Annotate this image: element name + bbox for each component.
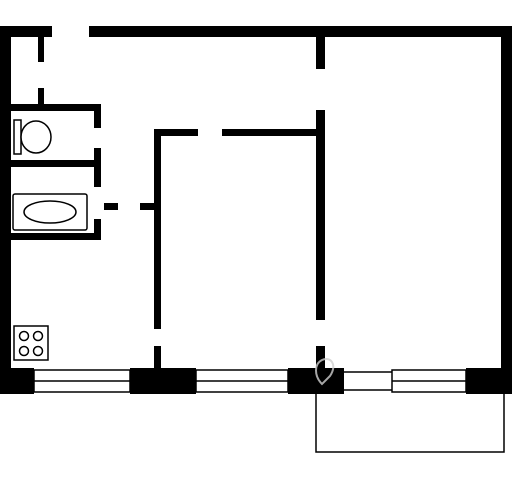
right-wall xyxy=(501,26,512,394)
window-bedroom xyxy=(195,369,289,393)
balcony-door xyxy=(344,371,392,391)
left-wall xyxy=(0,26,11,394)
bottom-wall-segment xyxy=(130,368,196,394)
window-living-room xyxy=(391,369,467,393)
entry-wall-upper xyxy=(38,37,44,62)
outer-walls xyxy=(0,26,512,394)
bottom-wall-segment xyxy=(0,368,34,394)
bedroom-left-wall-lower xyxy=(154,346,161,368)
top-wall-right xyxy=(89,26,512,37)
location-pin-icon xyxy=(315,358,335,386)
balcony xyxy=(315,394,505,453)
stove xyxy=(13,325,49,361)
bathtub xyxy=(12,193,88,231)
bedroom-top-wall-right xyxy=(222,129,322,136)
wc-top-wall xyxy=(11,104,101,111)
wc-right-wall xyxy=(94,104,101,128)
entry-wall-lower xyxy=(38,88,44,106)
bath-bottom-wall xyxy=(11,233,101,240)
interior-walls xyxy=(11,37,325,368)
watermark xyxy=(315,358,335,386)
bath-right-wall-lower xyxy=(94,219,101,240)
living-wall-lower xyxy=(316,346,325,368)
top-wall-left xyxy=(0,26,52,37)
bottom-wall-segment xyxy=(466,368,512,394)
corridor-stub xyxy=(140,203,156,210)
bath-right-wall-upper xyxy=(94,167,101,187)
bedroom-top-wall-left xyxy=(154,129,198,136)
corridor-stub xyxy=(104,203,118,210)
toilet xyxy=(13,119,52,155)
bottom-wall xyxy=(0,368,512,394)
window-kitchen xyxy=(33,369,131,393)
wc-right-wall-lower xyxy=(94,148,101,160)
living-wall-upper xyxy=(316,37,325,69)
bedroom-left-wall xyxy=(154,129,161,329)
living-wall-middle xyxy=(316,110,325,320)
wc-bath-divider xyxy=(11,160,101,167)
